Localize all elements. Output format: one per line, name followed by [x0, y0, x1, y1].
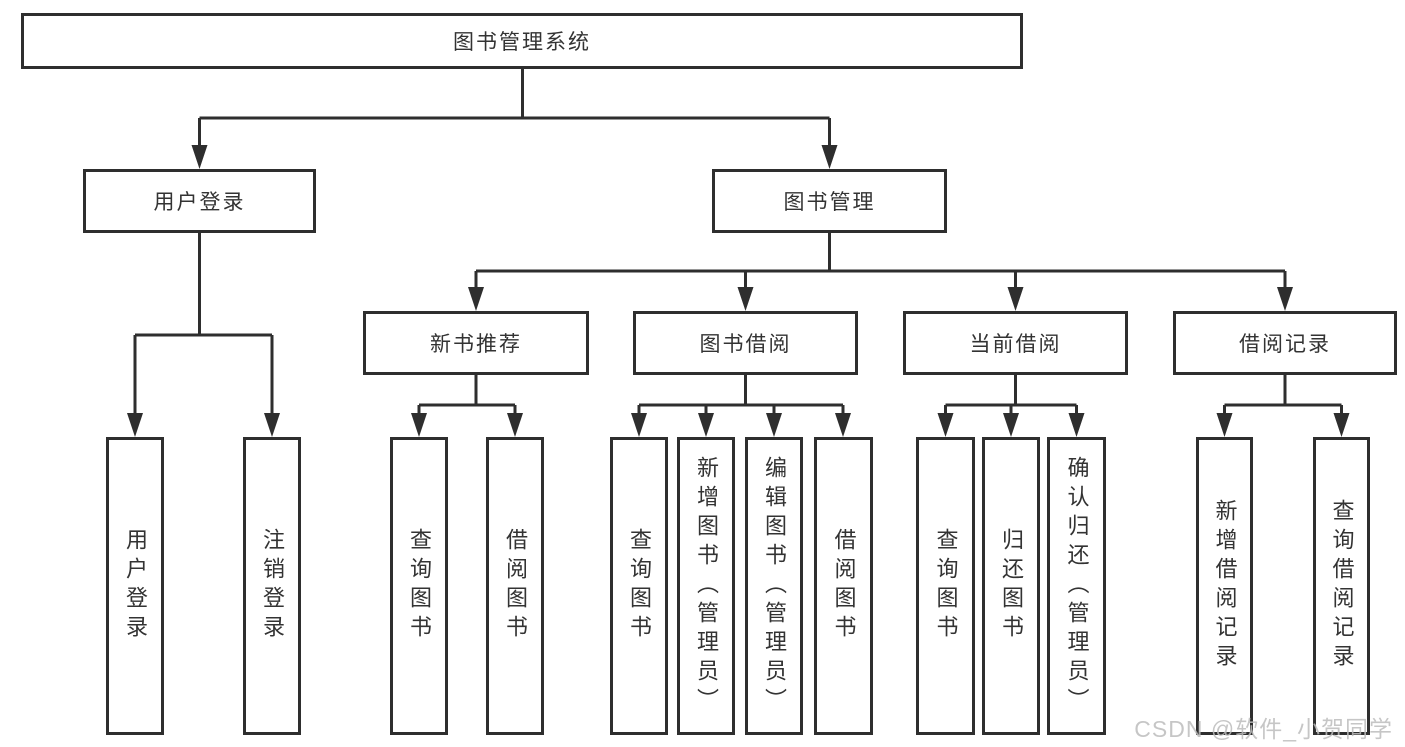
leaf-bb-edit-books-admin: 编辑图书（管理员） — [745, 437, 803, 735]
node-new-book-recommendation: 新书推荐 — [363, 311, 589, 375]
leaf-logout: 注销登录 — [243, 437, 301, 735]
leaf-br-add-record: 新增借阅记录 — [1196, 437, 1253, 735]
leaf-br-query-record: 查询借阅记录 — [1313, 437, 1370, 735]
node-borrowing-records: 借阅记录 — [1173, 311, 1397, 375]
leaf-cb-query-books: 查询图书 — [916, 437, 975, 735]
node-book-borrowing: 图书借阅 — [633, 311, 858, 375]
leaf-user-login: 用户登录 — [106, 437, 164, 735]
watermark: CSDN @软件_小贺同学 — [1134, 716, 1393, 742]
leaf-nb-query-books: 查询图书 — [390, 437, 448, 735]
leaf-bb-add-books-admin: 新增图书（管理员） — [677, 437, 735, 735]
leaf-cb-confirm-return-admin: 确认归还（管理员） — [1047, 437, 1106, 735]
node-book-management: 图书管理 — [712, 169, 947, 233]
leaf-bb-borrow-books: 借阅图书 — [814, 437, 873, 735]
node-root: 图书管理系统 — [21, 13, 1023, 69]
leaf-bb-query-books: 查询图书 — [610, 437, 668, 735]
node-current-borrowing: 当前借阅 — [903, 311, 1128, 375]
leaf-nb-borrow-books: 借阅图书 — [486, 437, 544, 735]
leaf-cb-return-books: 归还图书 — [982, 437, 1040, 735]
node-user-login: 用户登录 — [83, 169, 316, 233]
